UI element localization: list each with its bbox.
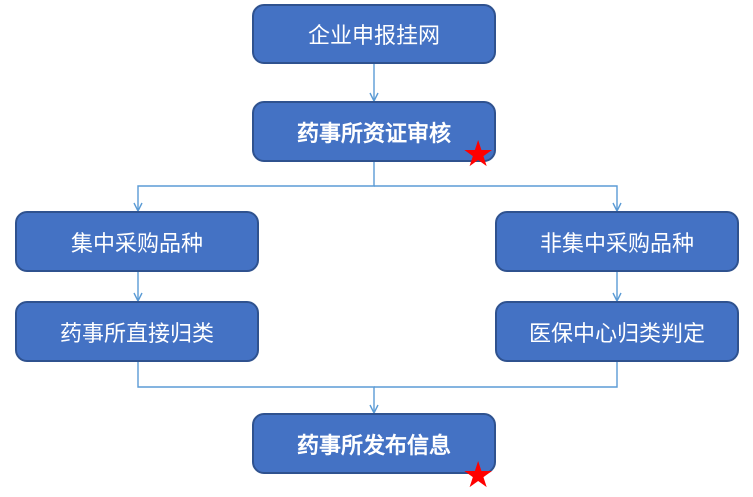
connector-review-split-right [374,185,617,211]
connector-review-split [138,162,375,211]
node-center-classify: 医保中心归类判定 [495,301,739,362]
node-centralized: 集中采购品种 [15,211,259,272]
connector-merge-right [374,362,618,388]
node-submit-label: 企业申报挂网 [307,24,440,49]
node-review-label: 药事所资证审核 [296,121,451,147]
node-direct-classify-label: 药事所直接归类 [59,321,214,347]
star-icon: ★ [462,455,495,496]
node-center-classify-label: 医保中心归类判定 [528,321,705,347]
node-publish: 药事所发布信息 [252,413,496,474]
node-non-centralized: 非集中采购品种 [495,211,739,272]
node-review: 药事所资证审核 [252,101,496,162]
node-centralized-label: 集中采购品种 [70,231,203,257]
node-submit: 企业申报挂网 [252,4,496,64]
node-non-centralized-label: 非集中采购品种 [539,231,694,257]
node-publish-label: 药事所发布信息 [296,433,451,459]
star-icon: ★ [462,134,495,175]
node-direct-classify: 药事所直接归类 [15,301,259,362]
connector-merge-left [137,362,374,413]
